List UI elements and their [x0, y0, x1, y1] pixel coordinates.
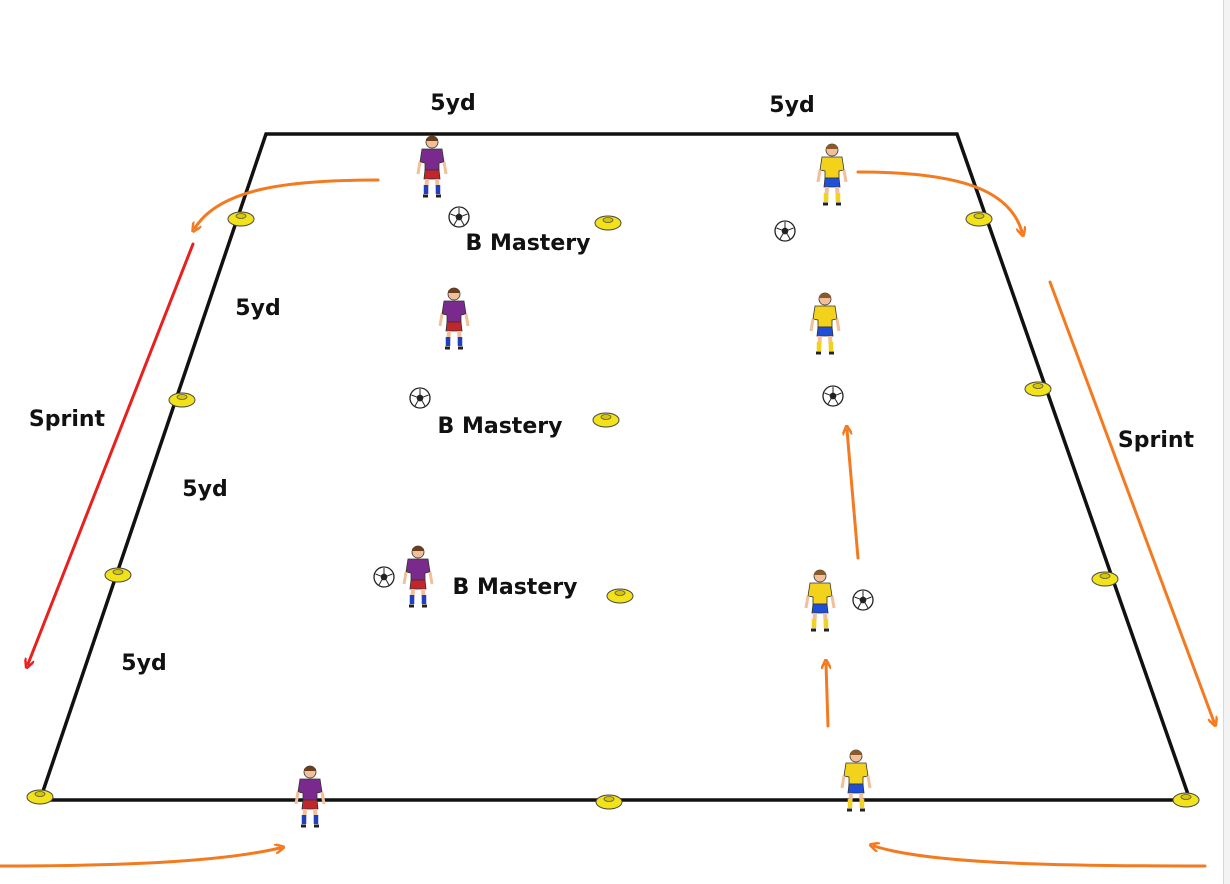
- cone-icon: [594, 215, 622, 231]
- cone-icon: [227, 211, 255, 227]
- arrows: [0, 170, 1214, 868]
- soccer-ball-icon: [448, 206, 470, 228]
- labels: 5yd 5yd 5yd 5yd 5yd Sprint Sprint B Mast…: [29, 91, 1195, 676]
- cone-icon: [965, 211, 993, 227]
- mastery-label: B Mastery: [438, 414, 563, 439]
- sprint-label: Sprint: [1118, 428, 1195, 453]
- orange-sprint-arrow-right: [1048, 280, 1214, 722]
- player-red-icon: [404, 546, 432, 606]
- orange-arrow-bottom-right: [874, 846, 1207, 868]
- cone-icon: [606, 588, 634, 604]
- orange-arrow-top-right: [856, 170, 1022, 232]
- cone-icon: [1091, 571, 1119, 587]
- cone-icon: [26, 789, 54, 805]
- player-yellow-icon: [806, 570, 834, 630]
- team-red: [296, 136, 468, 826]
- cone-icon: [104, 567, 132, 583]
- cone-icon: [1024, 381, 1052, 397]
- distance-label: 5yd: [430, 91, 475, 116]
- player-yellow-icon: [818, 144, 846, 204]
- mastery-label: B Mastery: [466, 231, 591, 256]
- field-boundary: [37, 132, 1193, 802]
- cone-icon: [1172, 792, 1200, 808]
- sprint-label: Sprint: [29, 407, 106, 432]
- orange-arrow-up-1: [847, 430, 860, 560]
- cone-icon: [595, 794, 623, 810]
- red-sprint-arrow-left: [28, 242, 195, 664]
- distance-label: 5yd: [121, 651, 166, 676]
- cone-icon: [592, 412, 620, 428]
- soccer-ball-icon: [774, 220, 796, 242]
- distance-label: 5yd: [769, 93, 814, 118]
- soccer-ball-icon: [409, 387, 431, 409]
- cone-icon: [168, 392, 196, 408]
- cones: [26, 211, 1200, 810]
- orange-arrow-top-left: [195, 178, 380, 228]
- soccer-ball-icon: [852, 589, 874, 611]
- mastery-label: B Mastery: [453, 575, 578, 600]
- player-red-icon: [440, 288, 468, 348]
- orange-arrow-up-2: [826, 664, 828, 728]
- player-red-icon: [296, 766, 324, 826]
- balls: [373, 206, 874, 611]
- distance-label: 5yd: [235, 296, 280, 321]
- soccer-ball-icon: [822, 385, 844, 407]
- player-yellow-icon: [811, 293, 839, 353]
- window-edge: [1223, 0, 1230, 884]
- player-red-icon: [418, 136, 446, 196]
- soccer-ball-icon: [373, 566, 395, 588]
- orange-arrow-bottom-left: [0, 848, 280, 868]
- distance-label: 5yd: [182, 477, 227, 502]
- team-yellow: [806, 144, 870, 810]
